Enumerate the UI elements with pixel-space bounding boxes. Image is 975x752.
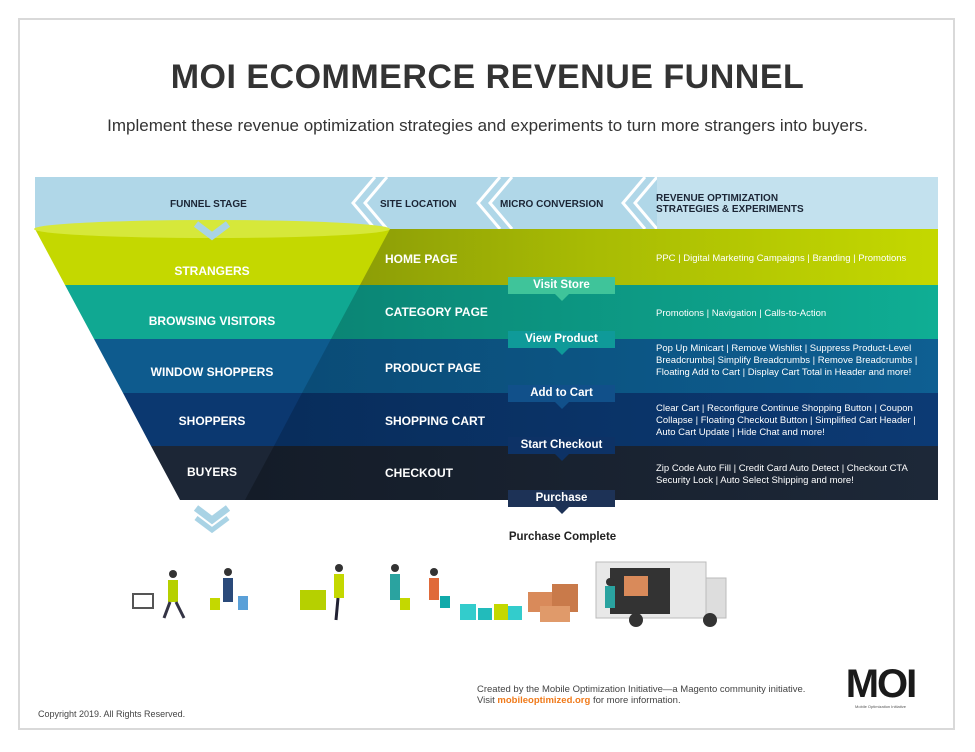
strategies-text: Zip Code Auto Fill | Credit Card Auto De… xyxy=(656,463,908,486)
page-border xyxy=(18,18,955,730)
moi-logo: MOI Mobile Optimization Initiative xyxy=(838,664,923,709)
visit-prefix: Visit xyxy=(477,695,498,706)
shopper-cart-icon xyxy=(300,564,344,621)
chevron-separators-icon xyxy=(351,177,938,229)
funnel-segment-browsing xyxy=(65,285,360,339)
funnel-segment-window xyxy=(94,339,331,393)
chevron-down-icon xyxy=(193,221,231,241)
visit-line: Visit mobileoptimized.org for more infor… xyxy=(477,695,805,706)
gift-boxes-icon xyxy=(460,604,522,620)
funnel-segment-buyers xyxy=(151,446,274,500)
website-link[interactable]: mobileoptimized.org xyxy=(497,695,591,706)
micro-label: Purchase xyxy=(535,492,588,504)
funnel-segment-shoppers xyxy=(123,393,302,446)
location-label: CATEGORY PAGE xyxy=(385,305,488,319)
micro-add-to-cart: Add to Cart xyxy=(508,385,615,409)
header-site-location: SITE LOCATION xyxy=(380,199,457,210)
location-label: SHOPPING CART xyxy=(385,414,486,428)
micro-visit-store: Visit Store xyxy=(508,277,615,301)
micro-label: Visit Store xyxy=(533,279,590,291)
strategies-text: PPC | Digital Marketing Campaigns | Bran… xyxy=(656,253,907,264)
strategies-text: Promotions | Navigation | Calls-to-Actio… xyxy=(656,308,827,319)
pointer-icon xyxy=(555,402,569,409)
header-strategies-line2: STRATEGIES & EXPERIMENTS xyxy=(656,204,804,215)
pointer-icon xyxy=(555,507,569,514)
credit-text: Created by the Mobile Optimization Initi… xyxy=(477,684,805,706)
location-label: PRODUCT PAGE xyxy=(385,361,481,375)
location-label: HOME PAGE xyxy=(385,252,458,266)
micro-start-checkout: Start Checkout xyxy=(508,437,615,461)
logo-text: MOI xyxy=(845,662,918,706)
credit-line: Created by the Mobile Optimization Initi… xyxy=(477,684,806,695)
funnel-graphic xyxy=(34,220,390,534)
stage-buyers: BUYERS xyxy=(186,465,237,479)
pointer-icon xyxy=(555,294,569,301)
pointer-icon xyxy=(555,454,569,461)
micro-label: View Product xyxy=(525,333,598,345)
micro-label: Start Checkout xyxy=(520,439,603,451)
header-funnel-stage: FUNNEL STAGE xyxy=(170,199,247,210)
shoppers-illustration xyxy=(132,561,727,627)
packages-icon xyxy=(528,584,578,622)
row-category-page: CATEGORY PAGE Promotions | Navigation | … xyxy=(240,285,938,339)
header-strategies-line1: REVENUE OPTIMIZATION xyxy=(656,193,779,204)
shopper-cart-icon xyxy=(132,570,186,619)
stage-window-shoppers: WINDOW SHOPPERS xyxy=(150,365,274,379)
strategies-text: Clear Cart | Reconfigure Continue Shoppi… xyxy=(656,403,916,438)
strategies-text: Pop Up Minicart | Remove Wishlist | Supp… xyxy=(656,343,918,378)
stage-shoppers: SHOPPERS xyxy=(178,414,246,428)
page-subtitle: Implement these revenue optimization str… xyxy=(107,116,868,135)
chevron-down-icon xyxy=(194,516,230,534)
stage-strangers: STRANGERS xyxy=(174,264,250,278)
pointer-icon xyxy=(555,348,569,355)
logo-subtext: Mobile Optimization Initiative xyxy=(855,704,906,709)
funnel-segment-strangers xyxy=(35,229,390,285)
purchase-complete-label: Purchase Complete xyxy=(508,531,617,543)
micro-view-product: View Product xyxy=(508,331,615,355)
shopper-bags-icon xyxy=(210,568,248,610)
micro-label: Add to Cart xyxy=(530,387,593,399)
column-header-band: FUNNEL STAGE SITE LOCATION MICRO CONVERS… xyxy=(35,177,938,229)
header-micro-conversion: MICRO CONVERSION xyxy=(500,199,604,210)
micro-purchase: Purchase xyxy=(508,490,615,514)
chevron-down-icon xyxy=(193,505,231,525)
page-title: MOI ECOMMERCE REVENUE FUNNEL xyxy=(170,58,805,96)
shopper-couple-icon xyxy=(390,564,450,610)
row-product-page: PRODUCT PAGE Pop Up Minicart | Remove Wi… xyxy=(240,339,938,393)
visit-suffix: for more information. xyxy=(590,695,681,706)
location-label: CHECKOUT xyxy=(385,466,453,480)
copyright: Copyright 2019. All Rights Reserved. xyxy=(38,709,186,719)
funnel-rim xyxy=(34,220,390,238)
stage-browsing-visitors: BROWSING VISITORS xyxy=(148,314,276,328)
delivery-truck-icon xyxy=(595,561,727,627)
